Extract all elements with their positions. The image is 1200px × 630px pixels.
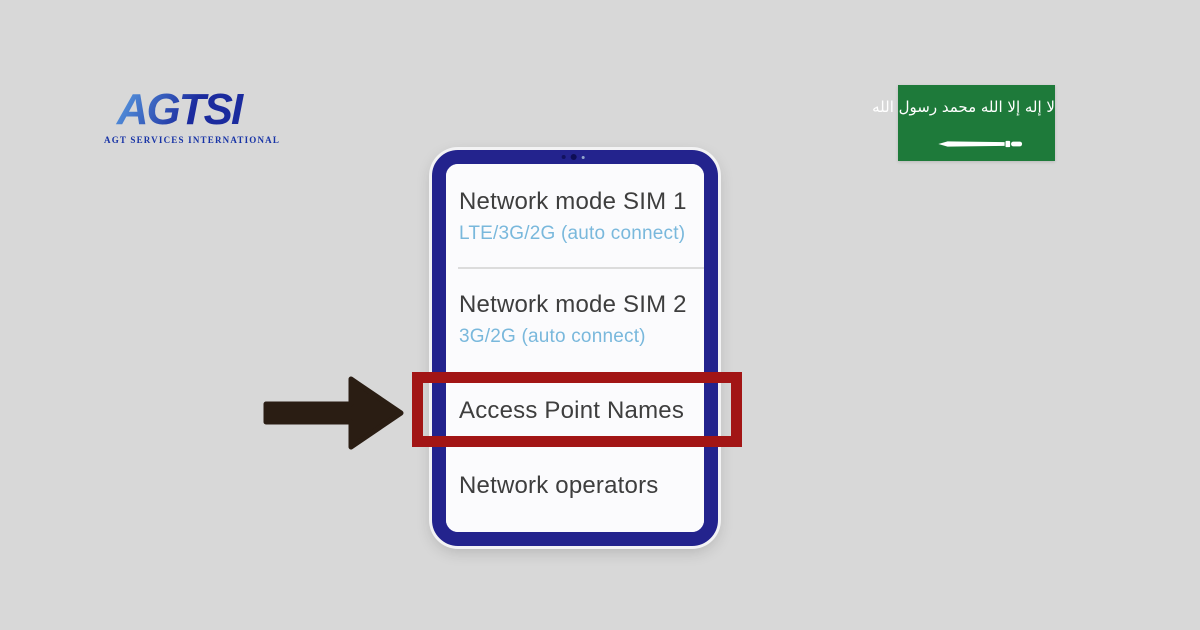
logo-tagline: AGT SERVICES INTERNATIONAL: [104, 135, 281, 145]
front-camera-icon: [561, 154, 585, 160]
led-dot-icon: [581, 155, 585, 159]
phone-mockup: Network mode SIM 1 LTE/3G/2G (auto conne…: [432, 150, 718, 546]
menu-item-label: Access Point Names: [459, 397, 685, 424]
sensor-dot-icon: [561, 155, 566, 159]
logo-text: AGTSI: [104, 88, 254, 132]
menu-item-network-operators[interactable]: Network operators: [459, 472, 700, 500]
settings-screen: Network mode SIM 1 LTE/3G/2G (auto conne…: [446, 164, 704, 532]
menu-item-label: Network mode SIM 2: [459, 291, 687, 318]
menu-item-access-point-names[interactable]: Access Point Names: [459, 397, 700, 425]
camera-dot-icon: [570, 154, 577, 160]
menu-item-label: Network mode SIM 1: [459, 188, 687, 215]
arrow-icon: [263, 376, 404, 450]
menu-item-network-mode-sim1[interactable]: Network mode SIM 1 LTE/3G/2G (auto conne…: [459, 188, 700, 245]
list-divider: [458, 267, 704, 269]
menu-item-label: Network operators: [459, 472, 659, 499]
menu-item-value: LTE/3G/2G (auto connect): [459, 223, 686, 244]
shahada-text: لا إله إلا الله محمد رسول الله: [872, 98, 1055, 116]
saudi-arabia-flag-icon: لا إله إلا الله محمد رسول الله: [872, 85, 1055, 161]
menu-item-network-mode-sim2[interactable]: Network mode SIM 2 3G/2G (auto connect): [459, 291, 700, 348]
agtsi-logo: AGTSI AGT SERVICES INTERNATIONAL: [104, 88, 281, 146]
menu-item-value: 3G/2G (auto connect): [459, 326, 646, 347]
sword-icon: [937, 140, 1022, 148]
